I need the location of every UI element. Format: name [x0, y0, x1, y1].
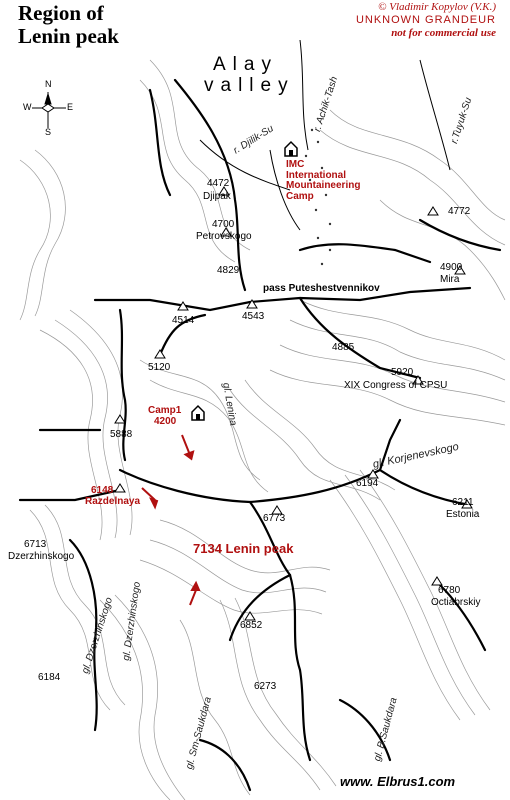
razdelnaya-elev: 6148 [91, 485, 114, 496]
peak-4472-elev: 4472 [207, 178, 230, 189]
camp1-name: Camp1 [148, 405, 182, 416]
camp1-elev: 4200 [154, 415, 177, 427]
pass-puteshestvennikov: pass Puteshestvennikov [263, 283, 380, 294]
peak-4514-elev: 4514 [172, 315, 195, 326]
peak-5920-elev: 5920 [391, 367, 414, 378]
razdelnaya-label: 6148 Razdelnaya [85, 485, 141, 507]
camp1-label: Camp1 4200 [148, 405, 182, 427]
hut-icons [191, 140, 298, 421]
peak-6273-elev: 6273 [254, 681, 277, 692]
compass-east: E [67, 102, 74, 112]
peak-4543-elev: 4543 [242, 311, 265, 322]
peak-6773-elev: 6773 [263, 513, 286, 524]
credit-notice: not for commercial use [391, 27, 496, 39]
peak-6184-elev: 6184 [38, 672, 61, 683]
peak-petrovskogo-name: Petrovskogo [196, 231, 252, 242]
title-line-2: Lenin peak [18, 24, 119, 48]
peak-octiabrskiy-name: Octiabrskiy [431, 597, 481, 608]
imc-line-3: Mountaineering [286, 180, 361, 191]
compass-rose-icon [32, 92, 66, 128]
map-title: Region of Lenin peak [18, 2, 119, 48]
credit-block: © Vladimir Kopylov (V.K.) UNKNOWN GRANDE… [356, 1, 496, 40]
compass-south: S [45, 127, 52, 137]
razdelnaya-name: Razdelnaya [85, 495, 141, 507]
imc-line-4: Camp [286, 190, 314, 202]
footer-website-link[interactable]: www. Elbrus1.com [340, 774, 456, 789]
peak-6194-elev: 6194 [356, 478, 379, 489]
imc-camp-label: IMC International Mountaineering Camp [286, 159, 361, 202]
peak-4900-elev: 4900 [440, 262, 463, 273]
credit-author: © Vladimir Kopylov (V.K.) [378, 1, 496, 13]
peak-4700-elev: 4700 [212, 219, 235, 230]
peak-6211-elev: 6211 [452, 497, 474, 508]
peak-dzerzhinskogo-name: Dzerzhinskogo [8, 551, 75, 562]
credit-series: UNKNOWN GRANDEUR [355, 14, 496, 26]
peak-6852-elev: 6852 [240, 620, 263, 631]
peak-4885-elev: 4885 [332, 342, 355, 353]
valley-label-2: valley [204, 75, 295, 96]
contour-lines [19, 59, 506, 800]
peak-mira-name: Mira [440, 274, 460, 285]
peak-6713-elev: 6713 [24, 539, 47, 550]
peak-4772-elev: 4772 [448, 206, 471, 217]
compass-north: N [45, 79, 52, 89]
imc-line-2: International [286, 169, 347, 181]
streams [199, 39, 451, 231]
peak-6780-elev: 6780 [438, 585, 461, 596]
imc-line-1: IMC [286, 159, 305, 170]
valley-label-1: Alay [213, 54, 278, 75]
title-line-1: Region of [18, 1, 104, 25]
peak-djipak-name: Djipak [203, 191, 231, 202]
summit-markers [114, 186, 473, 621]
peak-5888-elev: 5888 [110, 429, 133, 440]
ridgelines [18, 78, 502, 792]
peak-4829-elev: 4829 [217, 265, 240, 276]
peak-5120-elev: 5120 [148, 362, 171, 373]
route-arrows [141, 434, 201, 606]
compass-west: W [23, 102, 32, 112]
lenin-peak-label: 7134 Lenin peak [193, 541, 294, 556]
peak-estonia-name: Estonia [446, 509, 480, 520]
peak-congress-name: XIX Congress of CPSU [344, 380, 448, 391]
moraine-dots [304, 128, 332, 266]
